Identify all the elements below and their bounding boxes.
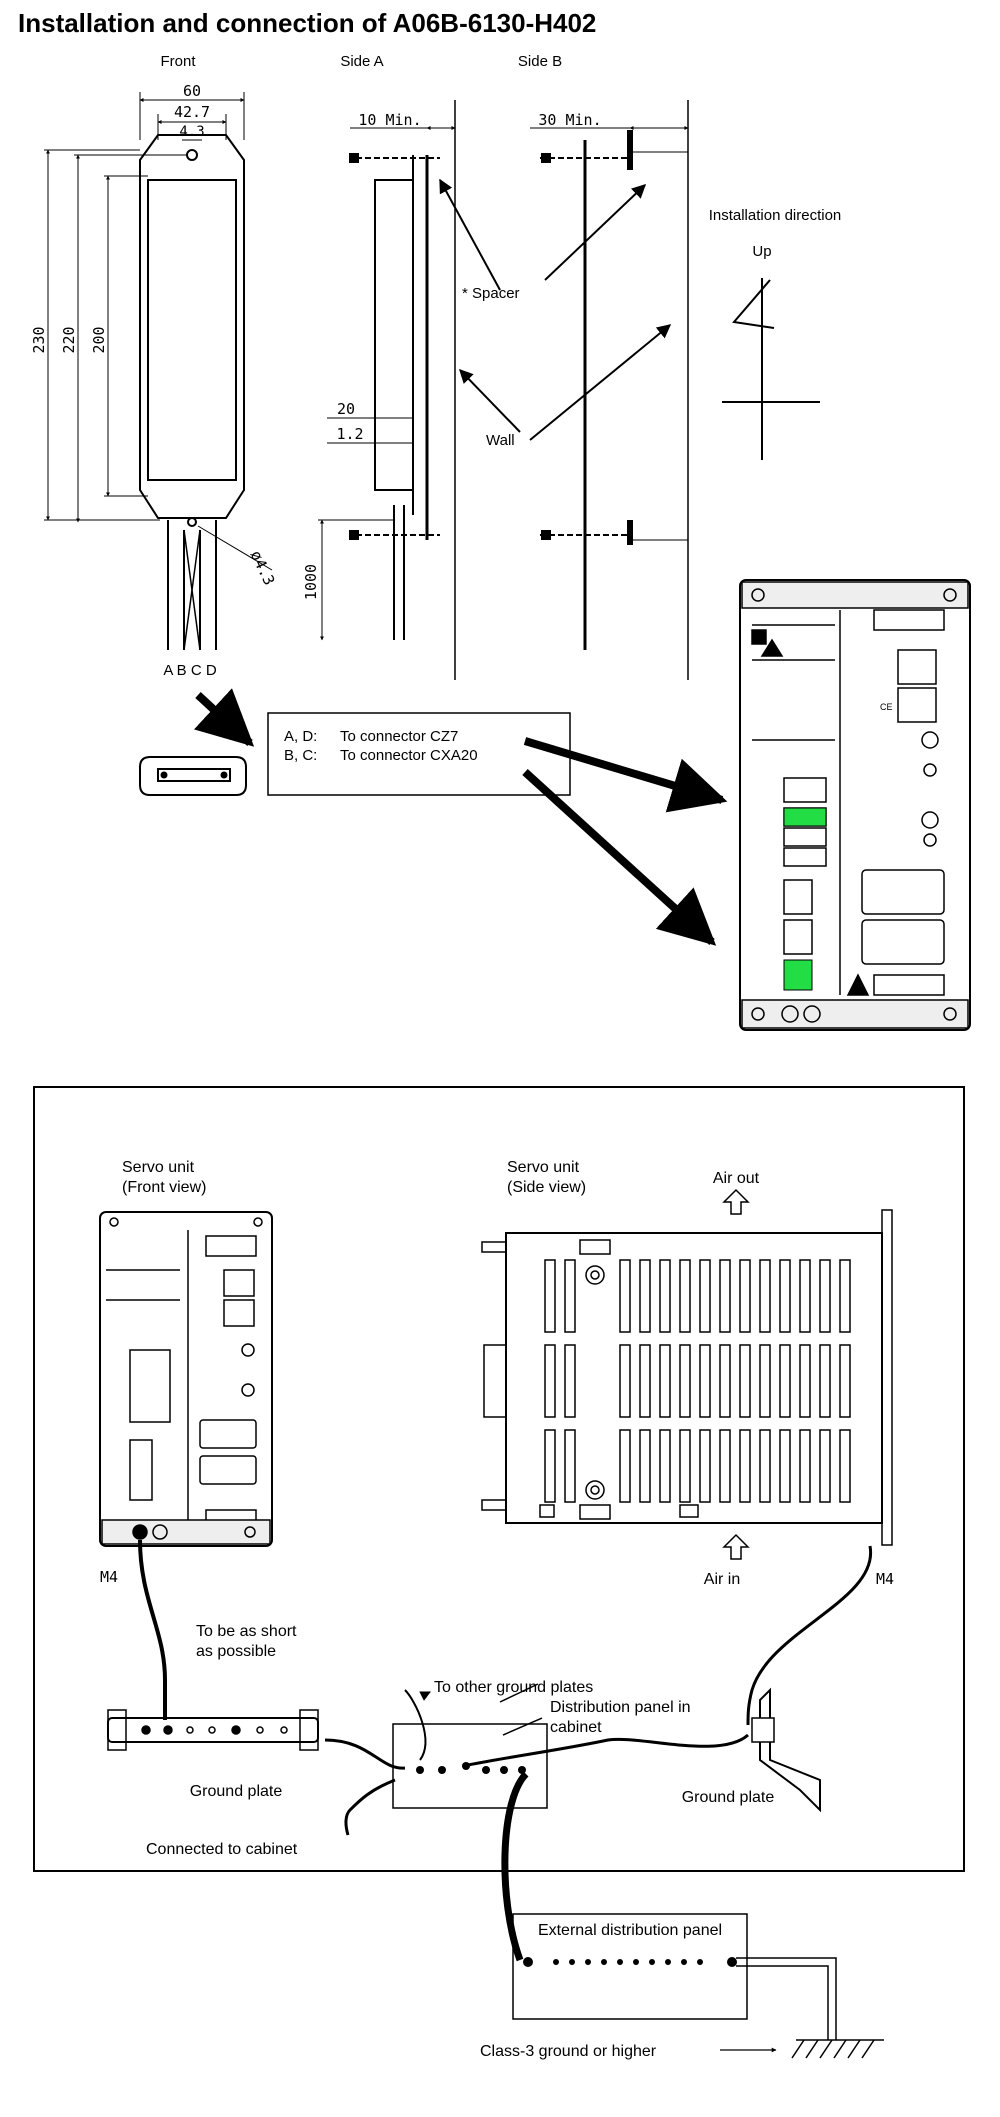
- label-side-b: Side B: [518, 53, 562, 70]
- note-line2-val: To connector CXA20: [340, 747, 478, 764]
- other-ground-label: To other ground plates: [434, 1679, 593, 1696]
- class3-label: Class-3 ground or higher: [480, 2043, 657, 2060]
- connected-cabinet-label: Connected to cabinet: [146, 1841, 298, 1858]
- air-out-arrow-icon: [722, 1188, 750, 1215]
- dim-10-min: 10 Min.: [358, 111, 421, 129]
- dim-1-2: 1.2: [336, 425, 363, 443]
- ground-plate-right-label: Ground plate: [682, 1789, 775, 1806]
- spacer-label: * Spacer: [462, 285, 520, 302]
- servo-side-label-1: Servo unit: [507, 1159, 580, 1176]
- up-label: Up: [752, 243, 771, 260]
- dim-230: 230: [30, 326, 48, 353]
- connector-sketch: [139, 756, 247, 796]
- dim-4-3: 4.3: [179, 124, 204, 140]
- m4-right: M4: [876, 1570, 894, 1588]
- grounding-frame: [33, 1086, 965, 1872]
- note-line1-val: To connector CZ7: [340, 728, 458, 745]
- earth-wire: [736, 1957, 837, 2040]
- servo-unit-side: [481, 1209, 893, 1546]
- dim-200: 200: [90, 326, 108, 353]
- note-line1-key: A, D:: [284, 728, 317, 745]
- side-b-view: [540, 100, 689, 680]
- ground-plate-right: [751, 1687, 821, 1813]
- short-label-1: To be as short: [196, 1623, 297, 1640]
- wire-letters: A B C D: [163, 662, 217, 679]
- ground-cables: [138, 1539, 873, 1962]
- svg-text:CE: CE: [880, 702, 893, 712]
- front-dimensions: [44, 92, 273, 571]
- up-arrow-icon: [722, 278, 820, 460]
- external-panel-terminals: [523, 1957, 737, 1967]
- servo-side-label-2: (Side view): [507, 1179, 586, 1196]
- servo-front-label-1: Servo unit: [122, 1159, 195, 1176]
- wall-label: Wall: [486, 432, 515, 449]
- ground-plate-left-label: Ground plate: [190, 1783, 283, 1800]
- servo-front-label-2: (Front view): [122, 1179, 206, 1196]
- ground-plate-left: [107, 1709, 319, 1751]
- short-label-2: as possible: [196, 1643, 276, 1660]
- label-side-a: Side A: [340, 53, 383, 70]
- side-a-dimensions: [318, 126, 456, 641]
- install-direction-label: Installation direction: [709, 207, 842, 224]
- external-panel-label: External distribution panel: [538, 1922, 722, 1939]
- distribution-panel-terminals: [416, 1762, 526, 1774]
- callout-arrows: [439, 178, 672, 441]
- dim-42-7: 42.7: [174, 103, 210, 121]
- side-a-view: [349, 100, 456, 680]
- big-arrow-1: [193, 688, 255, 747]
- servo-unit-front: [99, 1211, 273, 1547]
- dim-30-min: 30 Min.: [538, 111, 601, 129]
- connector-cxa20-highlight: [783, 959, 813, 991]
- note-line2-key: B, C:: [284, 747, 317, 764]
- distribution-panel-cabinet: [392, 1723, 548, 1809]
- front-view: [139, 134, 245, 651]
- air-in-label: Air in: [704, 1571, 740, 1588]
- air-in-arrow-icon: [722, 1533, 750, 1560]
- label-front: Front: [160, 53, 196, 70]
- ground-symbol-icon: [791, 2039, 884, 2059]
- big-arrow-2: [523, 737, 728, 813]
- dim-220: 220: [60, 326, 78, 353]
- dim-20: 20: [337, 400, 355, 418]
- connector-cz7-highlight: [783, 807, 827, 827]
- dim-hole: ø4.3: [247, 548, 279, 588]
- dim-1000: 1000: [302, 564, 320, 600]
- dim-60: 60: [183, 82, 201, 100]
- dist-panel-label-2: cabinet: [550, 1719, 602, 1736]
- m4-left: M4: [100, 1568, 118, 1586]
- page-title: Installation and connection of A06B-6130…: [18, 8, 597, 38]
- servo-unit-top: CE: [739, 579, 971, 1031]
- dist-panel-label-1: Distribution panel in: [550, 1699, 691, 1716]
- air-out-label: Air out: [713, 1170, 760, 1187]
- big-arrow-3: [522, 769, 717, 946]
